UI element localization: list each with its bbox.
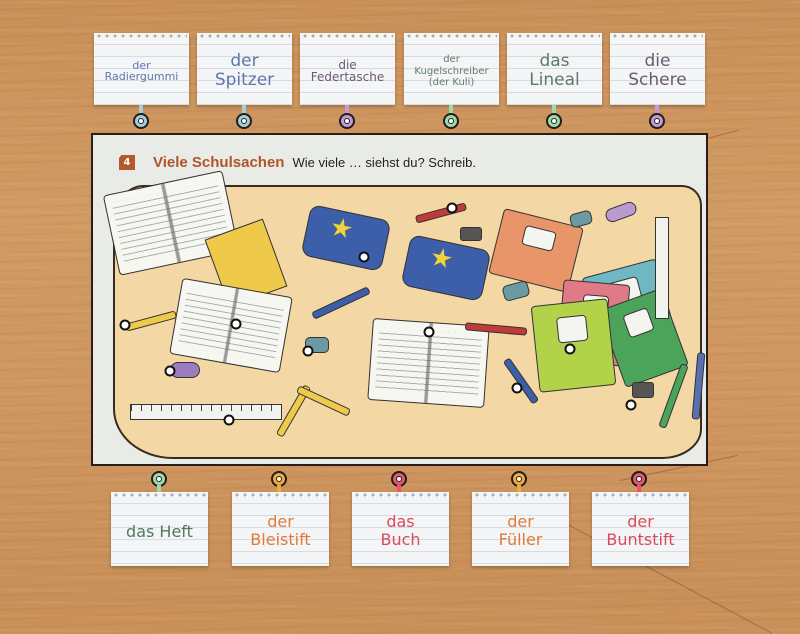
label-extra: (der Kuli) (428, 77, 475, 89)
pencil-illustration (295, 385, 352, 417)
exercise-instruction: Wie viele … siehst du? Schreib. (292, 155, 476, 170)
label-noun: Bleistift (250, 530, 311, 550)
label-noun: Buntstift (606, 530, 675, 550)
drop-target-hotspot[interactable] (511, 382, 523, 394)
label-noun: Spitzer (214, 70, 275, 91)
scissors-illustration (603, 199, 639, 225)
drop-target-hotspot[interactable] (164, 365, 176, 377)
label-text: das Heft (126, 521, 193, 541)
sharpener-illustration (632, 382, 654, 398)
drop-target-hotspot[interactable] (230, 318, 242, 330)
label-card-schere[interactable]: die Schere (610, 33, 705, 105)
exercise-title: Viele Schulsachen (153, 154, 285, 171)
label-noun: Kugelschreiber (414, 65, 489, 77)
label-card-bleistift[interactable]: der Bleistift (232, 492, 329, 566)
label-noun: Federtasche (310, 70, 385, 85)
label-noun: Radiergummi (104, 70, 179, 84)
label-article: der (132, 58, 151, 72)
eraser-illustration (568, 209, 594, 229)
sharpener-illustration (460, 227, 482, 241)
label-card-federtasche[interactable]: die Federtasche (300, 33, 395, 105)
drop-target-hotspot[interactable] (223, 414, 235, 426)
label-article: die (644, 51, 671, 72)
label-card-spitzer[interactable]: der Spitzer (197, 33, 292, 105)
label-article: die (338, 57, 357, 72)
label-article: der (627, 512, 654, 532)
exercise-heading: 4 Viele Schulsachen Wie viele … siehst d… (119, 154, 476, 171)
label-noun: Schere (628, 70, 687, 91)
red-pen-illustration (414, 202, 468, 224)
label-article: das (386, 512, 415, 532)
fountain-pen-illustration (502, 357, 540, 405)
label-noun: Füller (498, 530, 543, 550)
drop-target-hotspot[interactable] (625, 399, 637, 411)
pencil-case-illustration (400, 234, 492, 302)
label-card-heft[interactable]: das Heft (111, 492, 208, 566)
label-article: das (539, 51, 570, 72)
drop-target-hotspot[interactable] (358, 251, 370, 263)
pencil-case-illustration (300, 204, 392, 272)
label-card-radiergummi[interactable]: der Radiergummi (94, 33, 189, 105)
drop-target-hotspot[interactable] (564, 343, 576, 355)
drop-target-hotspot[interactable] (446, 202, 458, 214)
pencil-illustration (124, 310, 178, 332)
blue-crayon-illustration (691, 352, 706, 420)
label-card-lineal[interactable]: das Lineal (507, 33, 602, 105)
diagram-image: 4 Viele Schulsachen Wie viele … siehst d… (91, 133, 708, 466)
desk-illustration (102, 170, 706, 459)
ruler-illustration (655, 217, 669, 319)
label-card-kugelschreiber[interactable]: der Kugelschreiber (der Kuli) (404, 33, 499, 105)
exercise-number: 4 (119, 155, 135, 170)
label-article: der (507, 512, 534, 532)
ruler-illustration (130, 404, 282, 420)
label-noun: Buch (380, 530, 421, 550)
label-article: der (443, 54, 460, 66)
label-article: der (230, 51, 259, 72)
drop-target-hotspot[interactable] (423, 326, 435, 338)
label-card-fueller[interactable]: der Füller (472, 492, 569, 566)
label-article: der (267, 512, 294, 532)
fountain-pen-illustration (311, 286, 371, 320)
drop-target-hotspot[interactable] (302, 345, 314, 357)
label-card-buntstift[interactable]: der Buntstift (592, 492, 689, 566)
label-card-buch[interactable]: das Buch (352, 492, 449, 566)
drop-target-hotspot[interactable] (119, 319, 131, 331)
label-noun: Lineal (529, 70, 580, 91)
eraser-illustration (501, 279, 531, 303)
